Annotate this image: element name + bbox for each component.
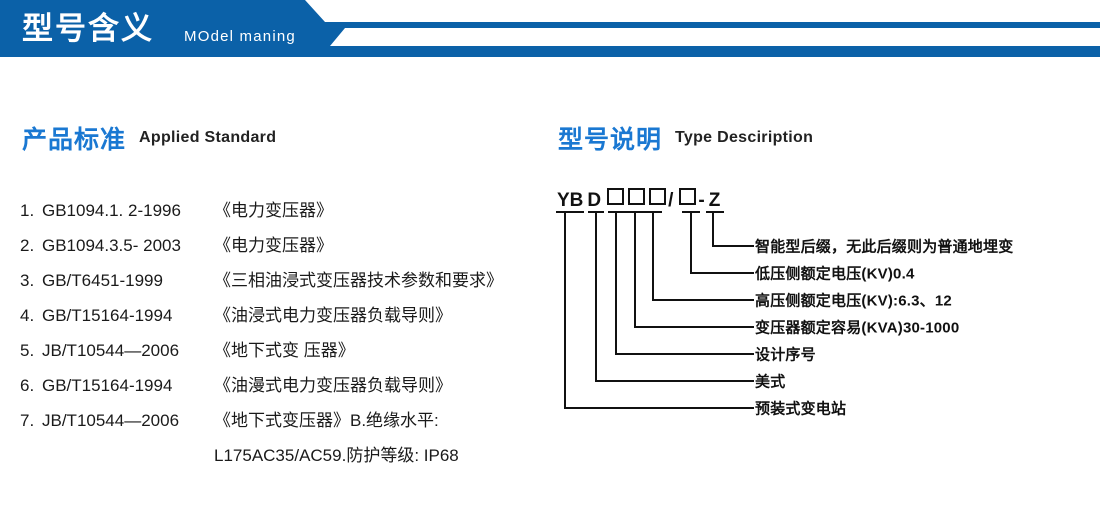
standard-title: 《地下式变 压器》 — [214, 341, 355, 360]
code-box-lv — [679, 188, 697, 205]
callout-leader-lines — [556, 211, 754, 409]
banner-title-en: MOdel maning — [184, 28, 296, 45]
standard-number: 6. — [20, 376, 35, 395]
list-item: 5. JB/T10544—2006 《地下式变 压器》 — [20, 336, 540, 371]
standard-number: 2. — [20, 236, 35, 255]
list-item-continuation: L175AC35/AC59.防护等级: IP68 — [20, 441, 540, 476]
standard-code: JB/T10544—2006 — [42, 341, 180, 360]
standard-code: JB/T10544—2006 — [42, 411, 180, 430]
code-slash: / — [668, 190, 674, 211]
code-dash: - — [698, 190, 705, 211]
standard-code: GB/T6451-1999 — [42, 271, 163, 290]
list-item: 7. JB/T10544—2006 《地下式变压器》B.绝缘水平: — [20, 406, 540, 441]
callout-label-rated-capacity: 变压器额定容易(KVA)30-1000 — [755, 319, 960, 337]
standard-code: GB1094.3.5- 2003 — [42, 236, 181, 255]
standard-title: 《油漫式电力变压器负载导则》 — [214, 376, 452, 395]
standard-number: 3. — [20, 271, 35, 290]
standard-code: GB/T15164-1994 — [42, 306, 173, 325]
list-item: 4. GB/T15164-1994 《油浸式电力变压器负载导则》 — [20, 301, 540, 336]
callout-label-hv-rated-voltage: 高压侧额定电压(KV):6.3、12 — [755, 292, 952, 310]
type-description-heading-en: Type Desciription — [675, 129, 814, 146]
standard-number: 7. — [20, 411, 35, 430]
banner-background-shape — [0, 0, 1100, 57]
standard-title-continuation: L175AC35/AC59.防护等级: IP68 — [214, 446, 459, 465]
standard-number: 5. — [20, 341, 35, 360]
callout-label-prefab-substation: 预装式变电站 — [755, 400, 847, 418]
list-item: 1. GB1094.1. 2-1996 《电力变压器》 — [20, 196, 540, 231]
callout-label-smart-suffix: 智能型后缀，无此后缀则为普通地埋变 — [755, 238, 1014, 256]
header-banner: 型号含义 MOdel maning — [0, 0, 1100, 60]
code-box-hv — [649, 188, 667, 205]
section-heading-applied-standard: 产品标准 Applied Standard — [22, 120, 276, 156]
list-item: 3. GB/T6451-1999 《三相油浸式变压器技术参数和要求》 — [20, 266, 540, 301]
callout-label-design-serial: 设计序号 — [755, 346, 816, 364]
code-box-design — [628, 188, 646, 205]
callout-label-american-style: 美式 — [755, 373, 786, 391]
banner-title-cn: 型号含义 — [22, 11, 154, 46]
standard-code: GB/T15164-1994 — [42, 376, 173, 395]
standard-title: 《三相油浸式变压器技术参数和要求》 — [214, 271, 503, 290]
standard-number: 4. — [20, 306, 35, 325]
code-segment-d: D — [587, 190, 602, 211]
applied-standard-heading-cn: 产品标准 — [22, 126, 127, 154]
applied-standard-heading-en: Applied Standard — [139, 129, 277, 146]
standard-title: 《电力变压器》 — [214, 201, 333, 220]
callout-label-lv-rated-voltage: 低压侧额定电压(KV)0.4 — [755, 265, 915, 283]
list-item: 2. GB1094.3.5- 2003 《电力变压器》 — [20, 231, 540, 266]
standard-number: 1. — [20, 201, 35, 220]
code-segment-z: Z — [708, 190, 721, 211]
standard-code: GB1094.1. 2-1996 — [42, 201, 181, 220]
code-segment-yb: YB — [557, 190, 584, 211]
type-callout-labels: 智能型后缀，无此后缀则为普通地埋变 低压侧额定电压(KV)0.4 高压侧额定电压… — [545, 188, 1100, 443]
type-description-heading-cn: 型号说明 — [558, 126, 663, 154]
standard-title: 《地下式变压器》B.绝缘水平: — [214, 411, 439, 430]
applied-standard-list: 1. GB1094.1. 2-1996 《电力变压器》 2. GB1094.3.… — [20, 196, 540, 476]
standard-title: 《油浸式电力变压器负载导则》 — [214, 306, 452, 325]
standard-title: 《电力变压器》 — [214, 236, 333, 255]
list-item: 6. GB/T15164-1994 《油漫式电力变压器负载导则》 — [20, 371, 540, 406]
section-heading-type-description: 型号说明 Type Desciription — [558, 120, 813, 156]
code-box-capacity — [607, 188, 625, 205]
